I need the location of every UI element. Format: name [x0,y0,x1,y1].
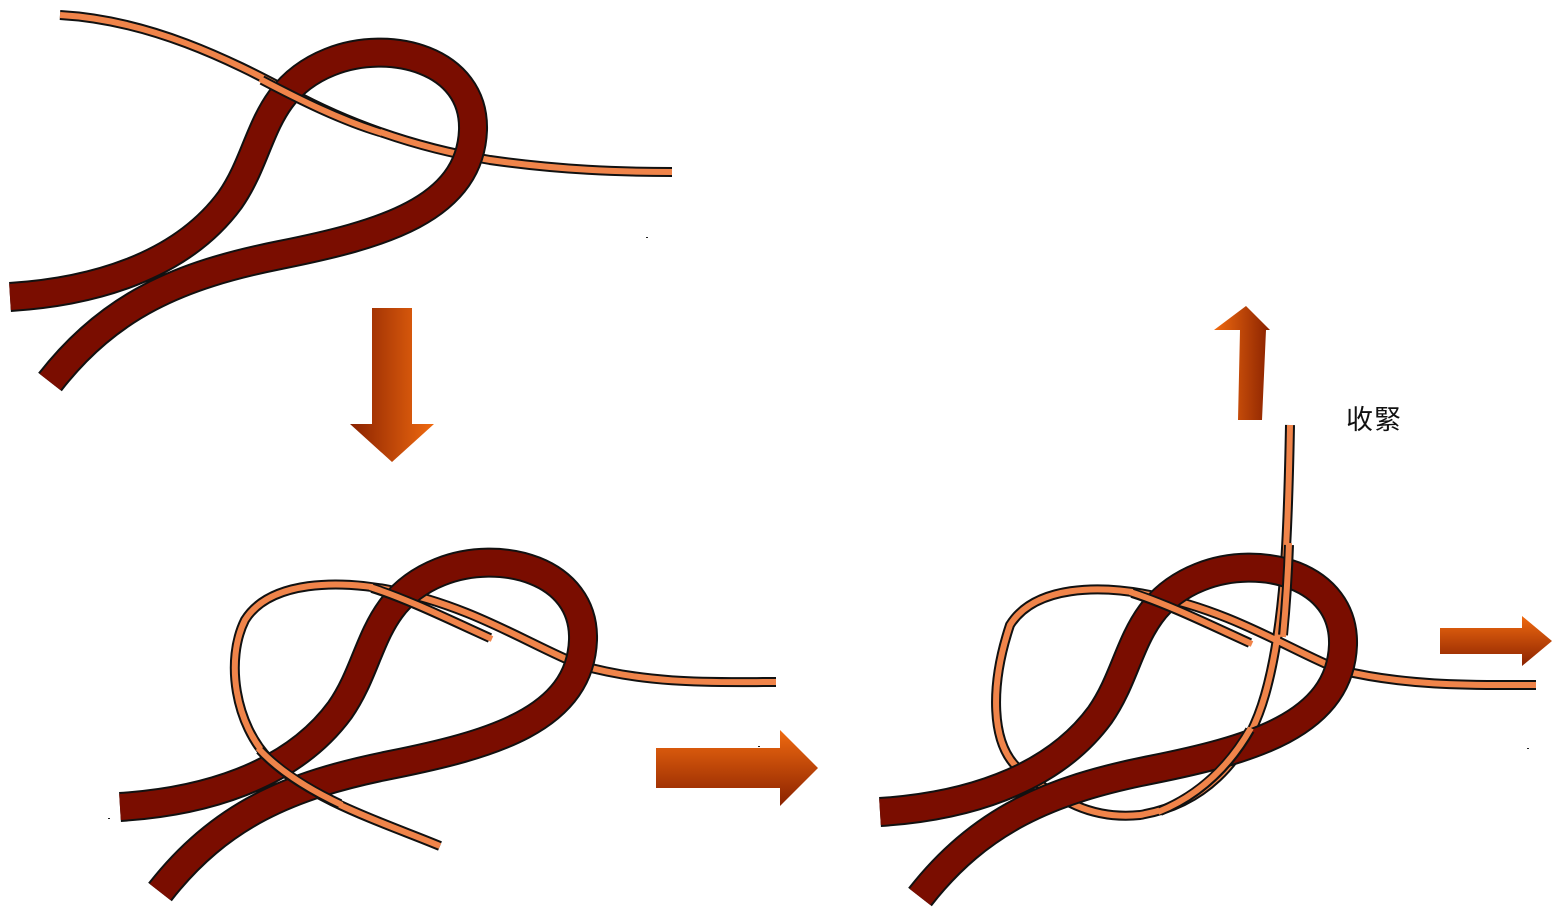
thin-rope-vertical-over-fill [1280,542,1292,638]
thin-rope-over-fill [258,76,383,136]
thin-rope-over-lower-fill [255,745,344,808]
arrow-up-icon [1214,306,1270,420]
speck-4 [758,746,760,747]
thin-rope-loop [229,579,777,851]
thick-rope-fill [880,568,1343,897]
thick-rope-fill [120,563,583,892]
speck-2 [108,818,110,819]
figure-step-1 [10,15,672,382]
speck-1 [646,237,648,238]
arrow-down-icon [350,308,434,462]
figure-step-3 [880,424,1537,897]
thin-rope-over-fill [369,584,494,642]
arrow-right-pull-icon [1440,616,1552,666]
thin-rope-over-fill [1129,589,1254,647]
thin-rope-loop-fill [231,581,777,849]
thin-rope-over-lower-fill [1156,726,1254,815]
figure-step-2 [120,563,777,892]
tighten-caption: 收緊 [1346,405,1402,436]
speck-3 [1527,748,1529,749]
arrow-right-icon [656,730,818,806]
